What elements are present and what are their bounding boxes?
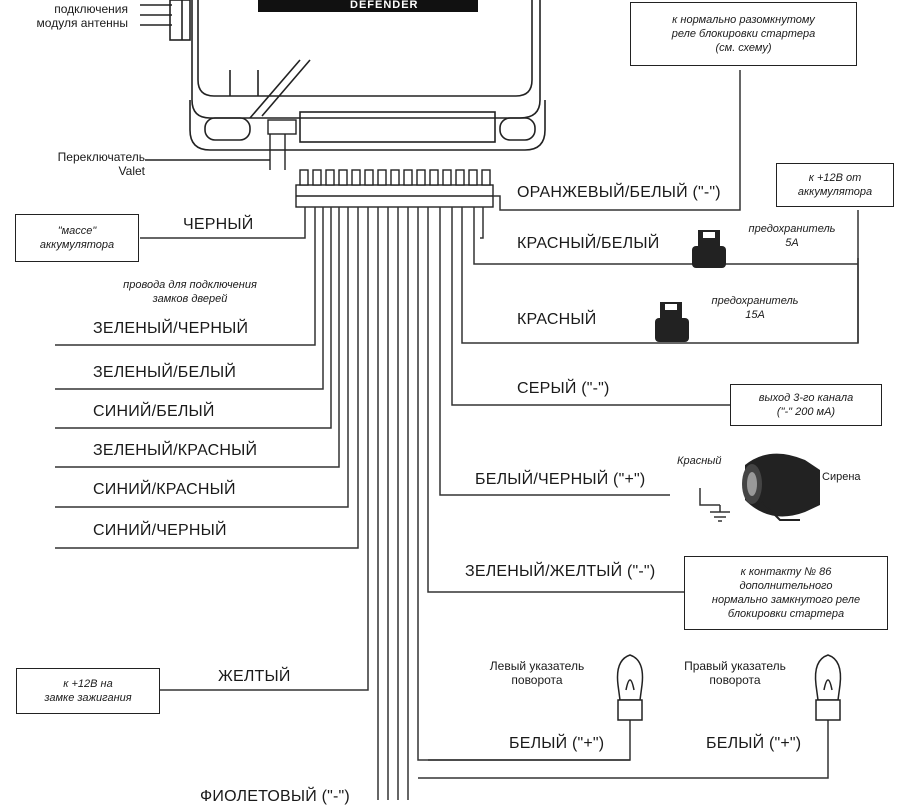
right-turn-label: Правый указатель поворота: [665, 659, 805, 687]
ignition-line2: замке зажигания: [44, 692, 132, 704]
ground-symbol: [710, 505, 730, 522]
starter-relay-line2: реле блокировки стартера: [671, 28, 816, 40]
valet-label-line1: Переключатель: [57, 150, 145, 164]
fuse15-line1: предохранитель: [711, 295, 799, 307]
right-turn-line2: поворота: [709, 673, 761, 687]
wire-blue-red-label: СИНИЙ/КРАСНЫЙ: [93, 481, 236, 498]
starter-relay-line3: (см. схему): [715, 42, 772, 54]
right-turn-line1: Правый указатель: [684, 659, 786, 673]
red-siren-label: Красный: [677, 455, 722, 467]
wire-gray-label: СЕРЫЙ ("-"): [517, 380, 610, 397]
ground-line2: аккумулятора: [39, 239, 115, 251]
channel3-line2: ("-" 200 мА): [776, 406, 836, 418]
left-bulb-icon: [616, 654, 644, 721]
contact86-line2: дополнительного: [739, 580, 833, 592]
fuse15-line2: 15А: [745, 309, 765, 321]
fuse-15a: [655, 302, 689, 342]
contact86-line1: к контакту № 86: [740, 566, 832, 578]
alarm-module: [169, 0, 546, 151]
contact86-box: к контакту № 86 дополнительного нормальн…: [684, 556, 888, 630]
antenna-label-line2: модуля антенны: [36, 16, 128, 30]
ignition-box: к +12В на замке зажигания: [16, 668, 160, 714]
siren-label: Сирена: [822, 471, 861, 483]
door-locks-line1: провода для подключения: [123, 279, 257, 291]
battery-plus-line2: аккумулятора: [797, 186, 873, 198]
wire-green-black-label: ЗЕЛЕНЫЙ/ЧЕРНЫЙ: [93, 320, 249, 337]
wire-red-white-label: КРАСНЫЙ/БЕЛЫЙ: [517, 235, 660, 252]
battery-plus-box: к +12В от аккумулятора: [776, 163, 894, 207]
wire-blue-black-label: СИНИЙ/ЧЕРНЫЙ: [93, 522, 227, 539]
starter-relay-box: к нормально разомкнутому реле блокировки…: [630, 2, 857, 66]
fuse5-label: предохранитель 5А: [727, 222, 857, 250]
door-locks-label: провода для подключения замков дверей: [95, 278, 285, 306]
contact86-line3: нормально замкнутого реле: [711, 594, 861, 606]
contact86-line4: блокировки стартера: [727, 608, 845, 620]
left-turn-line1: Левый указатель: [489, 659, 585, 673]
wire-green-yellow-label: ЗЕЛЕНЫЙ/ЖЕЛТЫЙ ("-"): [465, 563, 656, 580]
ground-line1: "массе": [57, 225, 97, 237]
fuse5-line1: предохранитель: [748, 223, 836, 235]
fuse-5a: [692, 230, 726, 268]
left-turn-line2: поворота: [511, 673, 563, 687]
siren-icon: [742, 453, 820, 521]
valet-label: Переключатель Valet: [20, 150, 145, 178]
wire-green-white-label: ЗЕЛЕНЫЙ/БЕЛЫЙ: [93, 364, 237, 381]
harness-connector: [295, 169, 494, 208]
ignition-line1: к +12В на: [63, 678, 113, 690]
channel3-line1: выход 3-го канала: [758, 392, 854, 404]
wire-orange-white-label: ОРАНЖЕВЫЙ/БЕЛЫЙ ("-"): [517, 184, 721, 201]
brand-label: DEFENDER: [350, 0, 419, 11]
left-turn-label: Левый указатель поворота: [482, 659, 592, 687]
brand-plate: [258, 0, 478, 12]
right-bulb-icon: [814, 654, 842, 721]
wire-white-black-label: БЕЛЫЙ/ЧЕРНЫЙ ("+"): [475, 471, 646, 488]
wire-black-label: ЧЕРНЫЙ: [183, 216, 254, 233]
wires-left: [55, 207, 859, 800]
wire-blue-white-label: СИНИЙ/БЕЛЫЙ: [93, 403, 215, 420]
ground-box: "массе" аккумулятора: [15, 214, 139, 262]
channel3-box: выход 3-го канала ("-" 200 мА): [730, 384, 882, 426]
wire-green-red-label: ЗЕЛЕНЫЙ/КРАСНЫЙ: [93, 442, 258, 459]
battery-plus-line1: к +12В от: [808, 172, 862, 184]
wire-white-left-label: БЕЛЫЙ ("+"): [509, 735, 605, 752]
wire-violet-label: ФИОЛЕТОВЫЙ ("-"): [200, 788, 350, 805]
fuse15-label: предохранитель 15А: [690, 294, 820, 322]
valet-label-line2: Valet: [118, 164, 145, 178]
wires-right: [418, 70, 859, 779]
wire-red-label: КРАСНЫЙ: [517, 311, 597, 328]
wire-yellow-label: ЖЕЛТЫЙ: [218, 668, 291, 685]
fuse5-line2: 5А: [785, 237, 799, 249]
door-locks-line2: замков дверей: [152, 293, 228, 305]
antenna-connector: [140, 4, 172, 26]
starter-relay-line1: к нормально разомкнутому: [672, 14, 815, 26]
antenna-label: подключения модуля антенны: [0, 2, 128, 30]
valet-switch: [145, 119, 297, 170]
wire-white-right-label: БЕЛЫЙ ("+"): [706, 735, 802, 752]
antenna-label-line1: подключения: [54, 2, 128, 16]
